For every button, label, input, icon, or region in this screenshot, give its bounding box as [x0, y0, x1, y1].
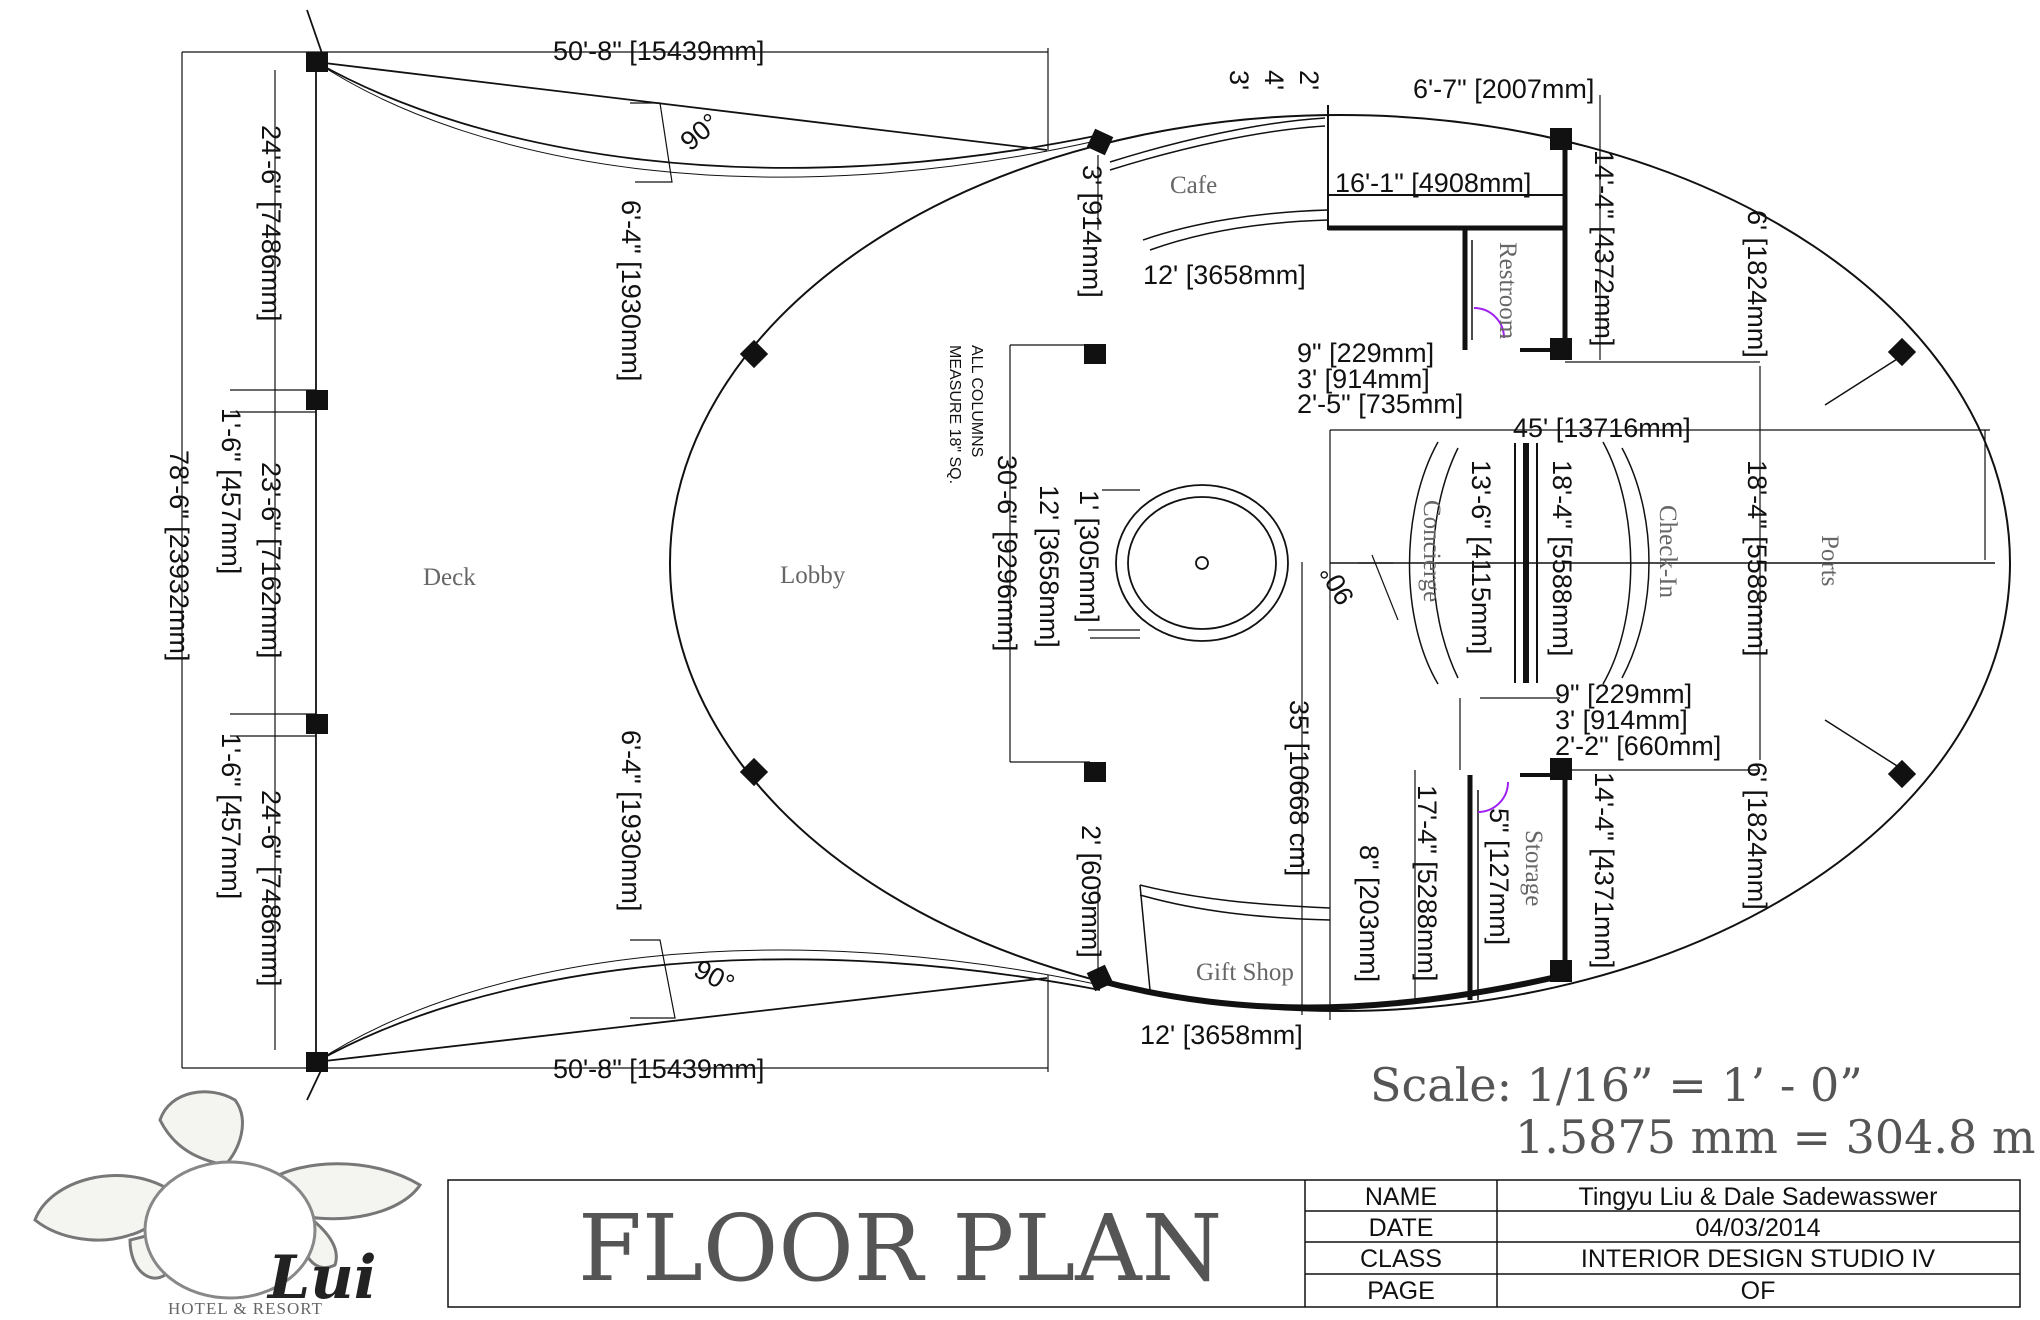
dim-desk-len: 18'-4" [5588mm] — [1547, 460, 1577, 656]
fountain — [1115, 484, 1289, 642]
dim-left-post-upper: 1'-6" [457mm] — [216, 408, 246, 574]
title-block-date-label: DATE — [1369, 1214, 1434, 1242]
page-title: FLOOR PLAN — [578, 1195, 1222, 1302]
dim-bottom-length: 50'-8" [15439mm] — [553, 1054, 764, 1084]
dim-restroom-wall-thk: 9" [229mm] — [1297, 338, 1434, 368]
dim-storage-door-jamb: 5" [127mm] — [1484, 808, 1514, 945]
logo-subtitle: HOTEL & RESORT — [168, 1299, 323, 1318]
dim-left-mid-span: 23'-6" [7162mm] — [256, 462, 286, 658]
storage-walls — [1467, 773, 1568, 1000]
scale-line-1: Scale: 1/16” = 1’ - 0” — [1370, 1058, 1863, 1112]
dim-storage-offset: 2'-2" [660mm] — [1555, 731, 1721, 761]
dim-restroom-door: 3' [914mm] — [1297, 364, 1430, 394]
title-block — [447, 1179, 2021, 1308]
room-label-ports: Ports — [1816, 535, 1843, 586]
dim-storage-height: 14'-4" [4371mm] — [1589, 772, 1619, 968]
room-label-deck: Deck — [423, 564, 476, 591]
dim-storage-door: 3' [914mm] — [1555, 705, 1688, 735]
scale-line-2: 1.5875 mm = 304.8 m — [1515, 1110, 2036, 1164]
dim-concierge-len: 13'-6" [4115mm] — [1466, 460, 1496, 654]
resort-logo: Lui HOTEL & RESORT — [33, 1090, 423, 1318]
room-label-concierge: Concierge — [1418, 500, 1445, 602]
room-label-storage: Storage — [1520, 830, 1547, 906]
dimension-lines — [181, 48, 1990, 1072]
radial-line-lower — [1824, 719, 1906, 772]
deck-wings — [306, 9, 1101, 1101]
dim-right-lower: 6' [1824mm] — [1742, 762, 1772, 910]
dim-right-upper: 6' [1824mm] — [1742, 210, 1772, 358]
dim-left-lower-span: 24'-6" [7486mm] — [256, 790, 286, 986]
room-label-cafe: Cafe — [1170, 172, 1217, 199]
hull-outline — [669, 114, 2011, 1012]
dim-left-upper-span: 24'-6" [7486mm] — [256, 125, 286, 321]
dim-angle-center: 90° — [1314, 560, 1360, 610]
title-block-name-label: NAME — [1365, 1183, 1437, 1211]
dim-cafe-side: 3' [914mm] — [1077, 165, 1107, 298]
cafe-walls — [1109, 105, 1568, 360]
dim-storage-wall-thk: 9" [229mm] — [1555, 679, 1692, 709]
title-block-page-label: PAGE — [1367, 1277, 1435, 1305]
dim-checkin-len: 18'-4" [5588mm] — [1742, 460, 1772, 656]
dim-deck-lower-depth: 6'-4" [1930mm] — [616, 730, 646, 911]
dim-giftshop-depth: 17'-4" [5288mm] — [1412, 785, 1442, 981]
title-block-page-value: OF — [1741, 1277, 1776, 1305]
dim-left-post-lower: 1'-6" [457mm] — [216, 733, 246, 899]
dim-restroom-height: 14'-4" [4372mm] — [1589, 150, 1619, 346]
dim-columns-span: 30'-6" [9296mm] — [992, 455, 1022, 651]
title-block-name-value: Tingyu Liu & Dale Sadewasswer — [1579, 1183, 1938, 1211]
dim-cafe-top-4: 4' — [1259, 70, 1289, 90]
dim-cafe-top-2: 2' — [1294, 70, 1324, 90]
room-label-restroom: Restroom — [1494, 242, 1521, 340]
dim-restroom-offset: 2'-5" [735mm] — [1297, 389, 1463, 419]
gift-shop-walls — [1096, 884, 1566, 1011]
dim-lobby-depth: 35' [10668 cm] — [1284, 700, 1314, 876]
dim-lobby-length: 45' [13716mm] — [1513, 413, 1691, 443]
dim-cafe-counter: 12' [3658mm] — [1143, 260, 1306, 290]
dim-fountain-inner: 1' [305mm] — [1074, 490, 1104, 623]
title-block-class-label: CLASS — [1360, 1245, 1442, 1273]
logo-script: Lui — [266, 1243, 377, 1313]
dim-overall-width: 78'-6" [23932mm] — [164, 450, 194, 661]
room-label-gift-shop: Gift Shop — [1196, 959, 1294, 986]
columns-note-line1: ALL COLUMNS — [968, 345, 985, 457]
room-label-check-in: Check-In — [1654, 505, 1681, 599]
dim-cafe-wall: 16'-1" [4908mm] — [1335, 168, 1531, 198]
room-label-lobby: Lobby — [780, 562, 846, 589]
dim-fountain-outer: 12' [3658mm] — [1034, 485, 1064, 648]
dim-giftshop-side: 2' [609mm] — [1076, 825, 1106, 958]
dim-top-length: 50'-8" [15439mm] — [553, 36, 764, 66]
columns-note-line2: MEASURE 18" SQ. — [946, 345, 963, 484]
dim-giftshop-wall: 8" [203mm] — [1354, 845, 1384, 982]
title-block-date-value: 04/03/2014 — [1695, 1214, 1820, 1242]
dim-giftshop-counter: 12' [3658mm] — [1140, 1020, 1303, 1050]
dim-angle-upper: 90° — [675, 107, 726, 156]
dim-deck-upper-depth: 6'-4" [1930mm] — [616, 200, 646, 381]
dim-restroom-top: 6'-7" [2007mm] — [1413, 74, 1594, 104]
radial-line-upper — [1824, 353, 1906, 406]
front-desks — [1408, 441, 1650, 685]
title-block-class-value: INTERIOR DESIGN STUDIO IV — [1581, 1245, 1936, 1273]
dim-cafe-top-3: 3' — [1224, 70, 1254, 90]
